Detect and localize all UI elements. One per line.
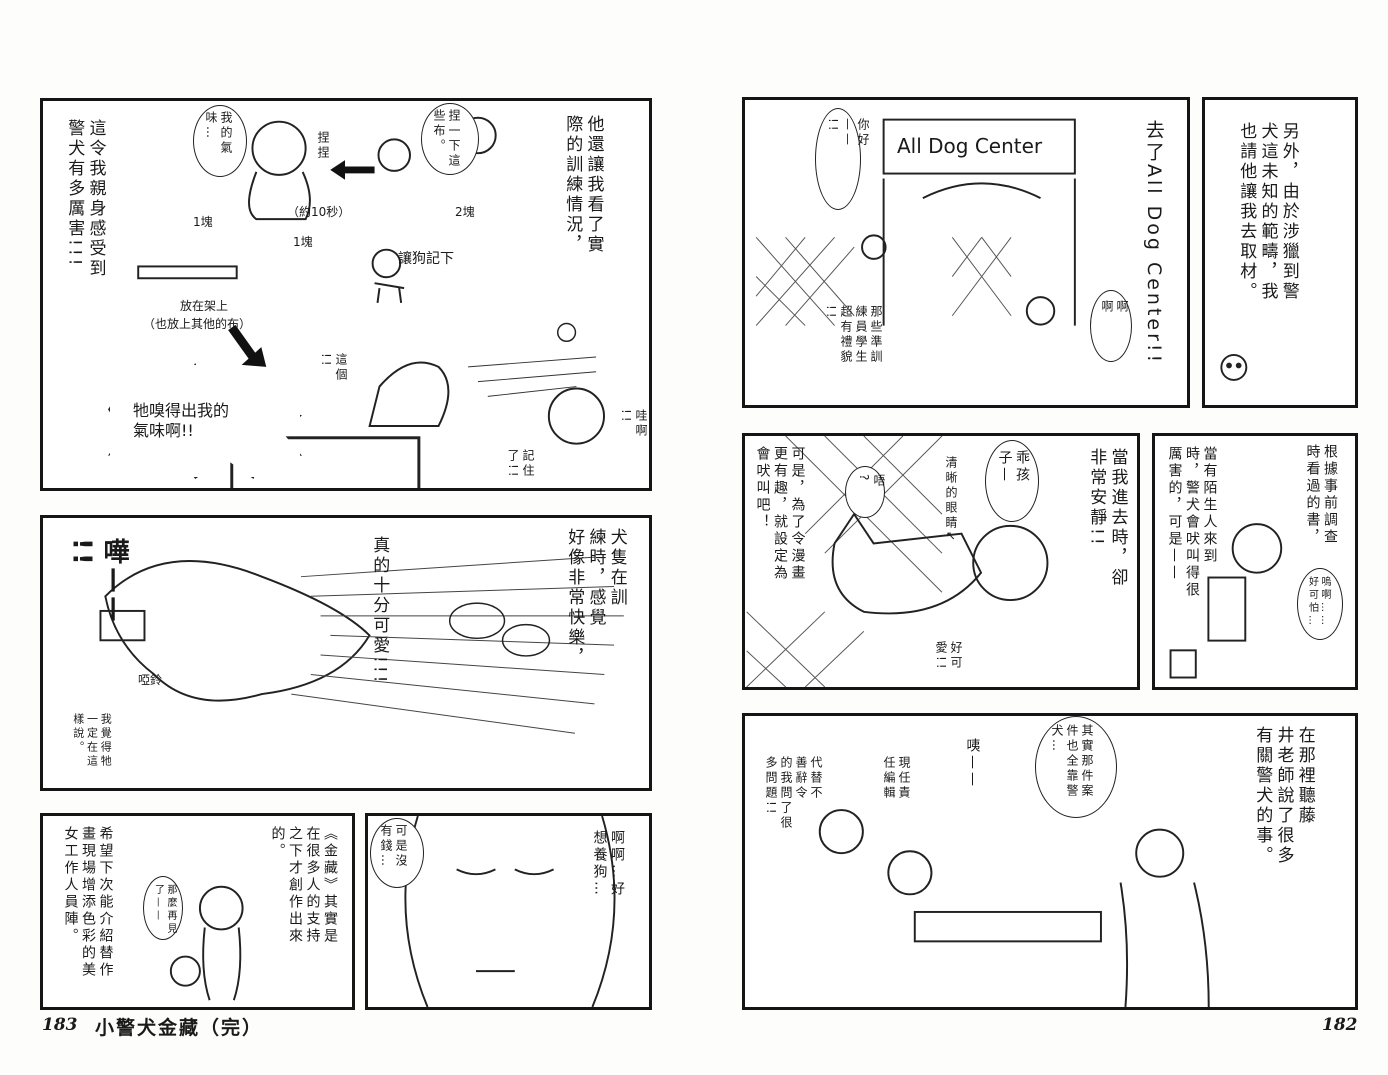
panel-training-demo: 他還讓我看了實 際的訓練情況， 這令我親身感受到 警犬有多厲害!!! 我的氣 味… — [40, 98, 652, 491]
mascot-illustration — [169, 885, 244, 1001]
bubble-text-bye: 那麼再見 了—— — [152, 884, 177, 936]
bubble-text-hm: 唔 ? — [857, 474, 886, 489]
sfx-wow: 嘩—— !! — [66, 538, 130, 625]
bubble-text-scary: 嗚啊…… 好可怕… — [1306, 576, 1331, 628]
running-dog-illustration — [99, 556, 624, 734]
speech-bubble-ah — [1090, 290, 1132, 362]
narration-cute: 真的十分可愛!!! — [369, 536, 390, 686]
panel-meeting: 在那裡聽藤 井老師說了很多 有關警犬的事。 其實那件案 件也全靠警 犬… 咦——… — [742, 713, 1358, 1010]
narration-went-to-center: 去了All Dog Center!! — [1142, 120, 1165, 366]
page-number-left: 183 — [42, 1015, 78, 1035]
narration-happy: 犬隻在訓 練時，感覺 好像非常快樂， — [564, 528, 627, 668]
training-illustration — [137, 116, 605, 488]
panel-all-dog-center: All Dog Center 去了All Dog Center!! 你好 —— … — [742, 97, 1190, 408]
exclaim-huh: 咦—— — [964, 738, 981, 789]
speech-bubble-squeeze — [421, 103, 479, 175]
reading-illustration — [1169, 523, 1283, 679]
speech-bubble-scary — [1297, 568, 1343, 640]
note-seconds: （約10秒） — [287, 205, 351, 219]
aside-note: 我覺得牠 一定在這 樣說。 — [71, 713, 113, 769]
bubble-text-this: 這個 !! — [319, 353, 348, 383]
mascot-icon — [1220, 353, 1248, 381]
bubble-text-money: 可是沒 有錢… — [379, 824, 408, 869]
narration-barking: 當有陌生人來到 時，警犬會吠叫得很 厲害的，可是—— — [1166, 446, 1218, 599]
meeting-illustration — [818, 809, 1210, 1007]
label-dumbbell: 啞鈴 — [138, 673, 163, 687]
narration-book: 根據事前調查 時看過的書， — [1304, 444, 1339, 546]
building-illustration — [755, 118, 1076, 326]
exclaim-wow: 哇啊 !! — [619, 409, 648, 439]
note-editor: 現任責 任編輯 — [882, 756, 911, 801]
narration-impressed: 這令我親身感受到 警犬有多厲害!!! — [64, 119, 106, 279]
note-two-pieces: 2塊 — [455, 205, 475, 219]
speech-bubble-hello — [815, 108, 861, 210]
panel-happy-dog: 犬隻在訓 練時，感覺 好像非常快樂， 真的十分可愛!!! 嘩—— !! 啞鈴 我… — [40, 515, 652, 791]
speech-bubble-money — [370, 818, 424, 888]
panel-interview-request: 另外，由於涉獵到警 犬這未知的範疇，我 也請他讓我去取材。 — [1202, 97, 1358, 408]
note-polite-students: 那些準訓 練員學生 超有禮貌 !! — [824, 305, 883, 365]
panel-book-research: 根據事前調查 時看過的書， 當有陌生人來到 時，警犬會吠叫得很 厲害的，可是——… — [1152, 433, 1358, 690]
narration-thanks: 《金藏》其實是 在很多人的支持 之下才創作出來 的。 — [269, 826, 339, 945]
bubble-text-ah: 啊 啊 — [1100, 300, 1129, 315]
note-questions: 代替不 善辭令 的我問了很 多問題!! — [764, 756, 823, 831]
note-one-piece-dog: 1塊 — [293, 235, 313, 249]
note-dog-memorize: 讓狗記下 — [398, 251, 454, 267]
speech-bubble-bye — [143, 876, 183, 940]
sfx-squeeze: 捏捏 — [316, 131, 330, 161]
bubble-text-smell: 我的氣 味… — [204, 111, 233, 156]
note-one-piece-shelf: 1塊 — [193, 215, 213, 229]
narration-make-bark: 可是，為了令漫畫 更有趣，就設定為 會吠叫吧！ — [754, 446, 806, 582]
note-so-cute: 好可 愛!! — [934, 641, 963, 672]
note-shelf-sub: （也放上其他的布） — [143, 317, 252, 331]
narration-quiet: 當我進去時，卻 非常安靜!! — [1086, 448, 1128, 588]
speech-bubble-hm — [845, 466, 885, 518]
narration-fujii: 在那裡聽藤 井老師說了很多 有關警犬的事。 — [1252, 726, 1315, 866]
bubble-text-case: 其實那件案 件也全靠警 犬… — [1050, 724, 1094, 799]
bubble-text-good-boy: 乖孩 子— — [996, 450, 1031, 484]
exclaim-remember: 記住 了!! — [506, 449, 535, 480]
panel-want-dog: 啊啊…好 想養狗… 可是沒 有錢… — [365, 813, 652, 1010]
shout-text: 牠嗅得出我的 氣味啊!! — [133, 401, 230, 440]
bubble-text-squeeze: 捏一下這 些布。 — [432, 109, 461, 169]
speech-bubble-smell — [193, 105, 247, 177]
note-clear-eyes: 清晰的眼睛↙ — [944, 456, 958, 545]
speech-bubble-case — [1035, 716, 1117, 818]
page-number-right: 182 — [1322, 1015, 1358, 1035]
note-shelf: 放在架上 — [180, 299, 229, 313]
sign-all-dog-center: All Dog Center — [897, 134, 1043, 158]
bubble-text-hello: 你好 —— !! — [826, 118, 870, 148]
narration-training: 他還讓我看了實 際的訓練情況， — [562, 115, 604, 255]
panel-credits: 《金藏》其實是 在很多人的支持 之下才創作出來 的。 希望下次能介紹替作 畫現場… — [40, 813, 355, 1010]
narration-interview: 另外，由於涉獵到警 犬這未知的範疇，我 也請他讓我去取材。 — [1236, 122, 1299, 302]
narration-want-dog: 啊啊…好 想養狗… — [591, 830, 626, 898]
panel-quiet-dogs: 當我進去時，卻 非常安靜!! 乖孩 子— 清晰的眼睛↙ 唔 ? 可是，為了令漫畫… — [742, 433, 1140, 690]
footer-title: 小警犬金藏（完） — [95, 1017, 264, 1039]
narration-next-time: 希望下次能介紹替作 畫現場增添色彩的美 女工作人員陣。 — [62, 826, 114, 979]
speech-bubble-good-boy — [985, 440, 1039, 522]
